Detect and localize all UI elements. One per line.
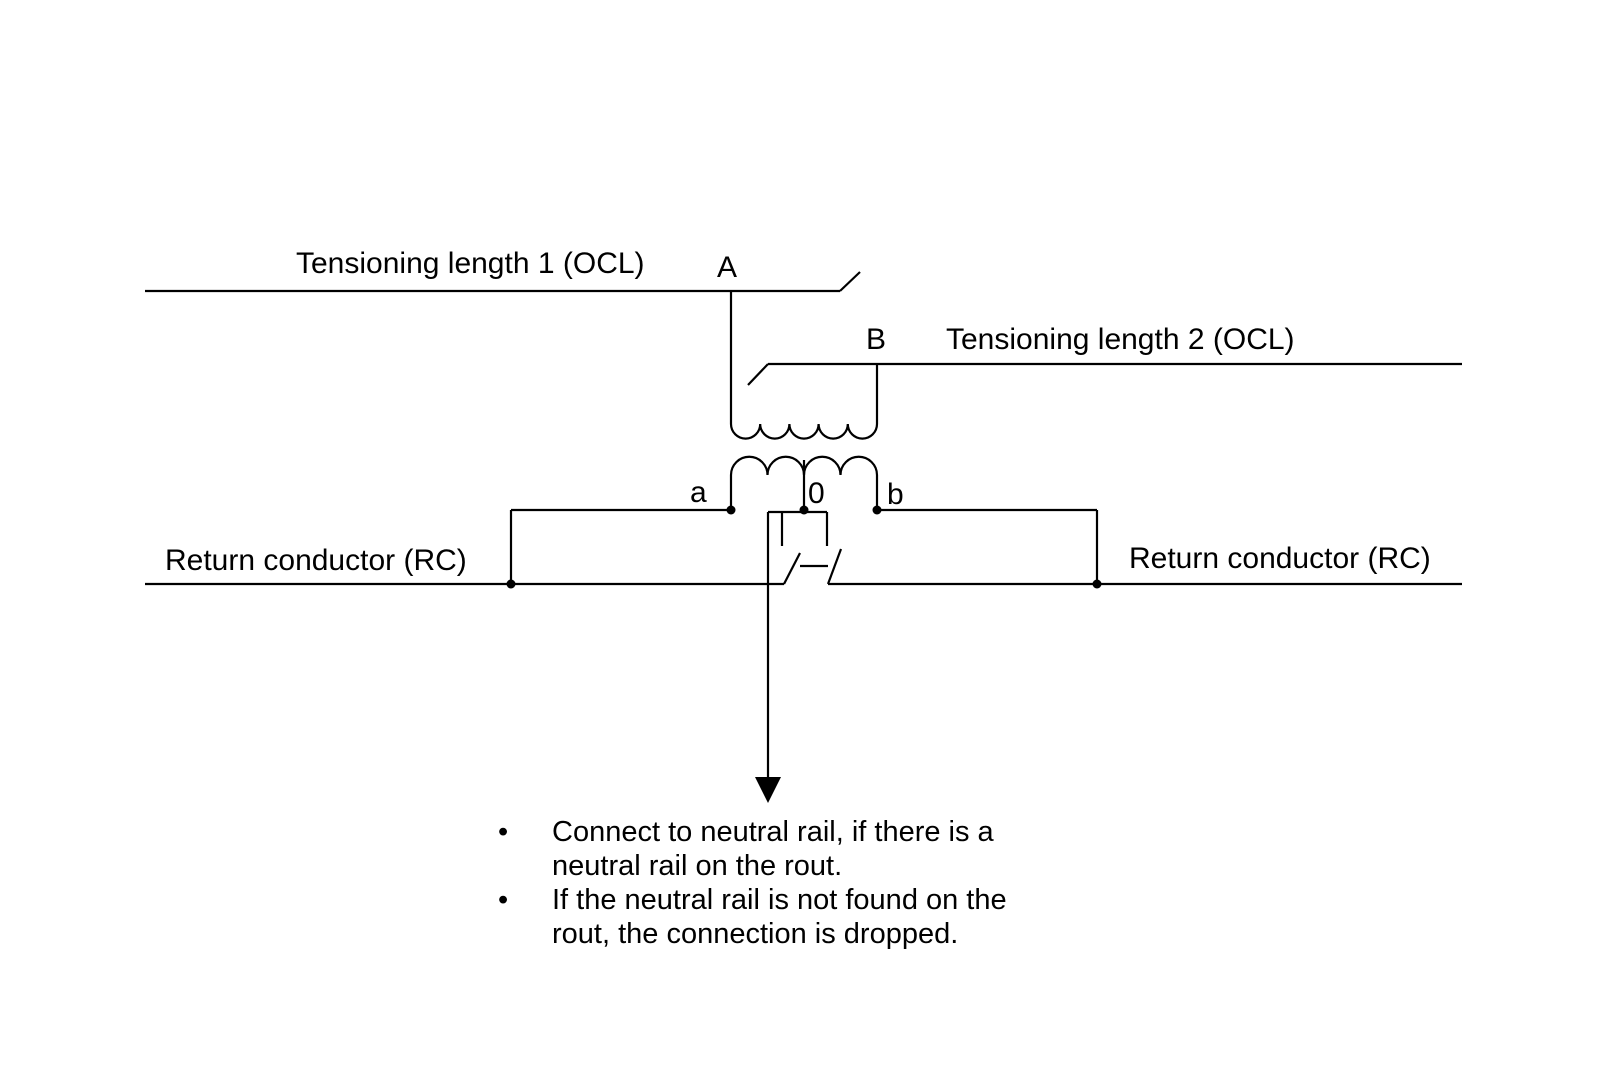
a-to-rc-left-wire: [509, 508, 731, 584]
ocl1-label: Tensioning length 1 (OCL): [296, 247, 645, 280]
ocl1-wire: [145, 271, 861, 293]
note-text: Connect to neutral rail, if there is a n…: [552, 816, 994, 882]
ocl2-label: Tensioning length 2 (OCL): [946, 323, 1295, 356]
note-item: • If the neutral rail is not found on th…: [490, 883, 1050, 951]
node-a-label: a: [690, 476, 707, 509]
note-bullet: •: [498, 816, 509, 848]
junction-dot-0: [799, 505, 809, 515]
b-to-rc-right-wire: [877, 508, 1099, 584]
node-A-label: A: [717, 251, 737, 284]
primary-winding: [729, 291, 879, 440]
junction-dot-rc-right: [1092, 579, 1102, 589]
neutral-arrow-head: [755, 777, 781, 803]
return-conductor-wire: [145, 548, 1462, 586]
secondary-winding: [729, 455, 879, 510]
note-text: If the neutral rail is not found on the …: [552, 884, 1007, 950]
notes-list: • Connect to neutral rail, if there is a…: [490, 815, 1050, 951]
node-0-label: 0: [808, 477, 825, 510]
node-B-label: B: [866, 323, 886, 356]
rc-right-label: Return conductor (RC): [1129, 542, 1431, 575]
junction-dots: [506, 505, 1102, 589]
note-bullet: •: [498, 884, 509, 916]
ocl2-wire: [747, 362, 1462, 386]
note-item: • Connect to neutral rail, if there is a…: [490, 815, 1050, 883]
junction-dot-b: [872, 505, 882, 515]
neutral-connection: [766, 510, 829, 777]
node-b-label: b: [887, 478, 904, 511]
junction-dot-a: [726, 505, 736, 515]
junction-dot-rc-left: [506, 579, 516, 589]
rc-left-label: Return conductor (RC): [165, 544, 467, 577]
